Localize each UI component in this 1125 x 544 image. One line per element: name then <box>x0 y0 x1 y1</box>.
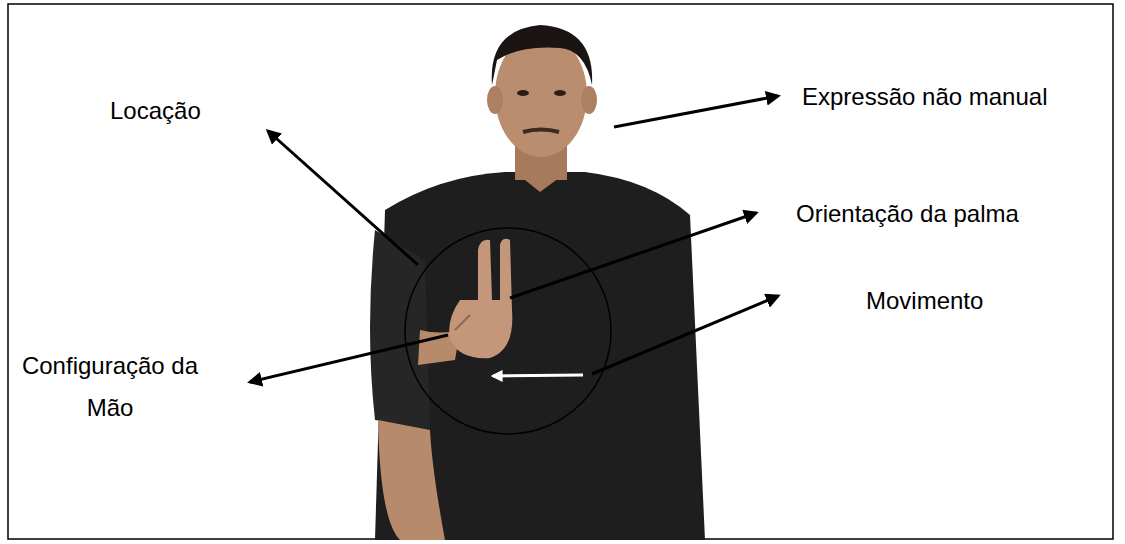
leader-arrow <box>268 131 418 265</box>
part-label: Locação <box>110 90 201 132</box>
leader-arrow <box>592 296 778 374</box>
part-label: Expressão não manual <box>802 76 1047 118</box>
focus-circle <box>405 228 611 434</box>
leader-arrow <box>614 96 778 127</box>
part-label: Configuração da Mão <box>10 345 210 429</box>
part-label: Orientação da palma <box>796 193 1019 235</box>
movement-arrow <box>493 375 583 376</box>
leader-arrow <box>510 213 756 298</box>
leader-arrow <box>250 335 448 382</box>
signer-figure <box>370 25 705 540</box>
frame <box>8 4 1113 539</box>
part-label: Movimento <box>866 280 983 322</box>
